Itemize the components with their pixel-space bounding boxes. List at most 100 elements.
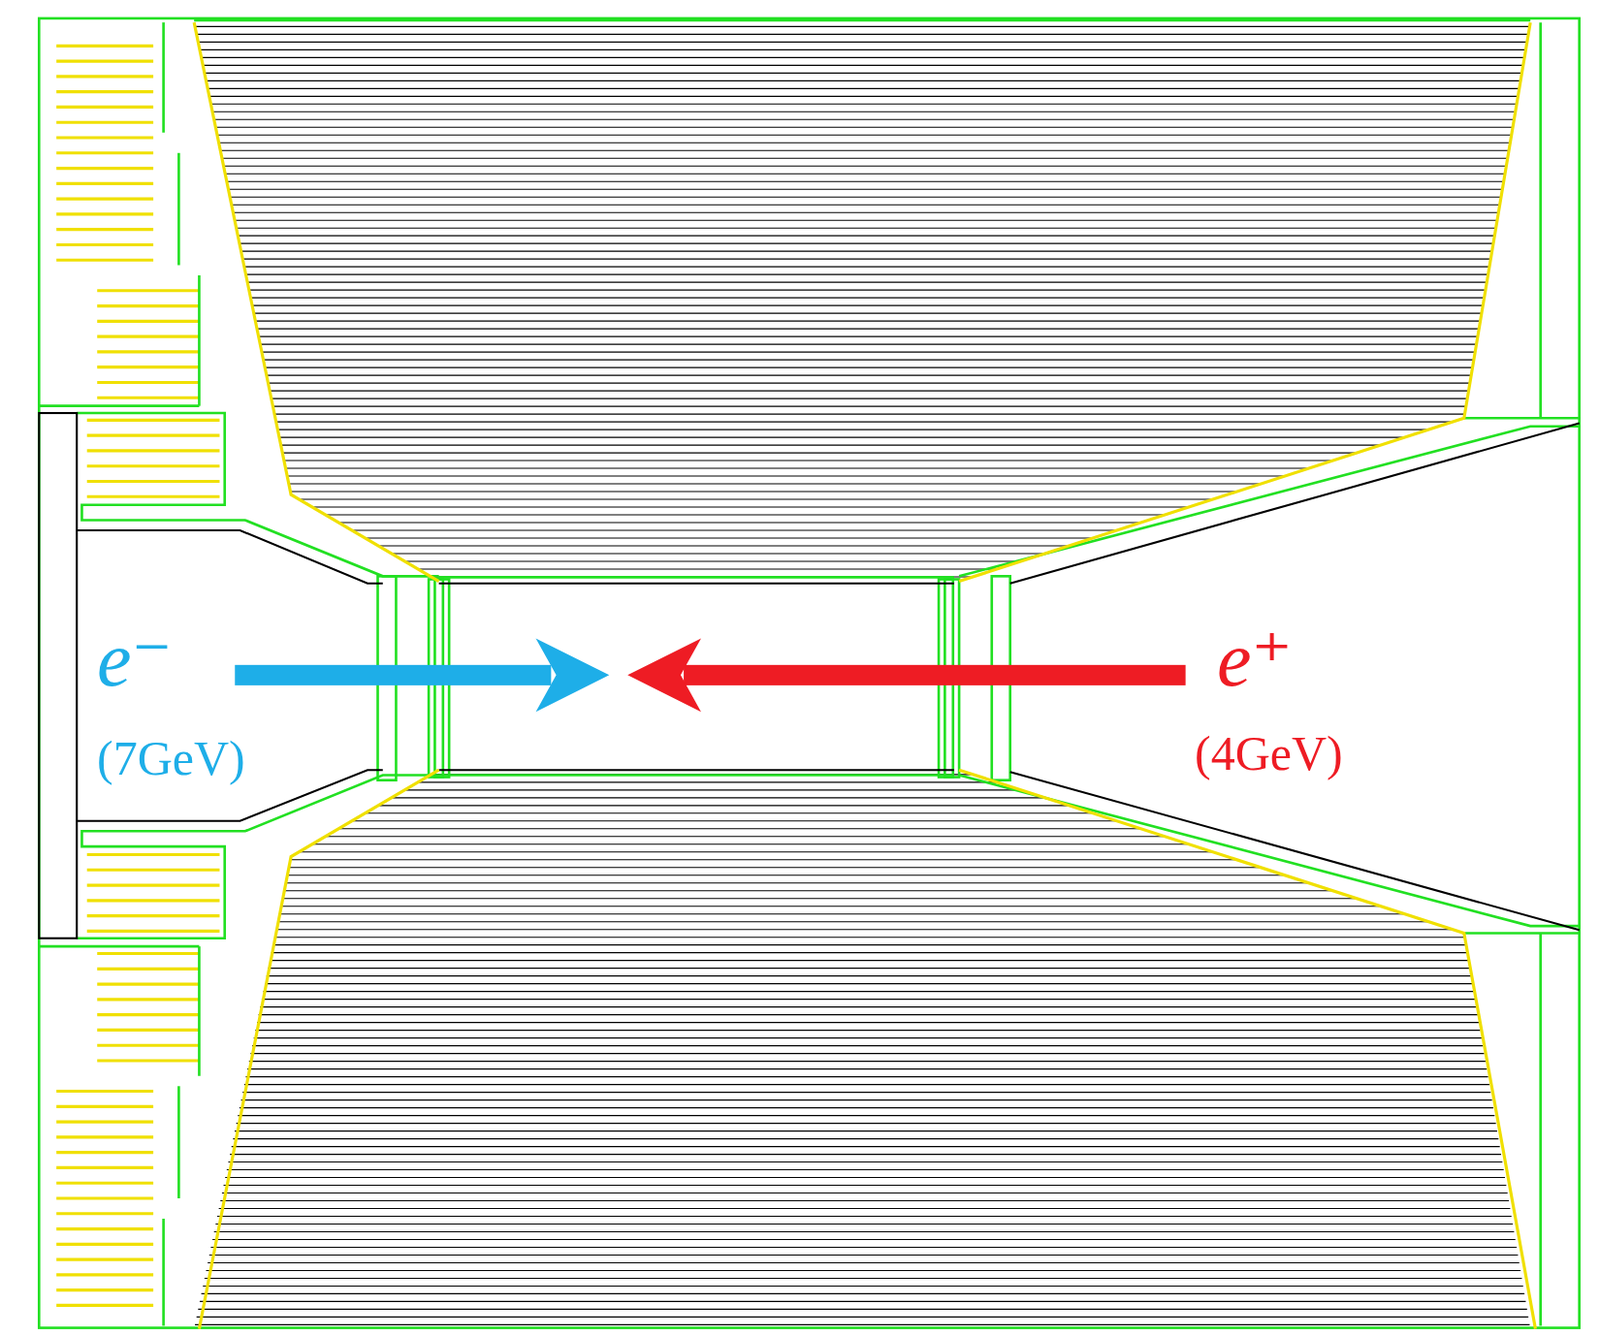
wire-layer (224, 1177, 1505, 1179)
electronics-board (56, 1243, 154, 1247)
wire-layer (197, 41, 1527, 43)
chamber-boundary (193, 20, 1536, 1330)
electronics-board (96, 365, 199, 369)
wire-layer (298, 851, 1213, 853)
wire-layer (365, 812, 1094, 814)
wire-layer (209, 1254, 1519, 1256)
wire-layer (227, 189, 1503, 191)
boundary-line (959, 769, 1536, 1329)
wire-layer (236, 227, 1497, 229)
wire-layer (261, 998, 1475, 1000)
wire-layer (269, 960, 1469, 961)
wire-layer (264, 367, 1472, 369)
wire-layer (258, 1014, 1478, 1016)
electronics-board (56, 227, 154, 231)
electronics-board (87, 868, 221, 872)
electronics-board (96, 350, 199, 353)
wire-layer (254, 1037, 1482, 1039)
wire-layer (266, 975, 1472, 977)
wire-layer (391, 797, 1046, 799)
electronics-board (56, 258, 154, 262)
wire-layer (214, 119, 1515, 121)
electronics-board (96, 304, 199, 308)
wire-layer (267, 967, 1470, 969)
wire-layer (338, 521, 1141, 523)
wire-layer (246, 274, 1489, 276)
beam-particle: e⁻ (96, 620, 173, 699)
wire-layer (272, 406, 1466, 408)
wire-layer (250, 1053, 1484, 1055)
beam-pipe (38, 413, 1579, 939)
electron-beam-arrow (234, 638, 609, 712)
electronics-board (87, 480, 221, 483)
electronics-board (56, 44, 154, 48)
electronics-board (96, 1058, 199, 1062)
wire-layer (232, 1138, 1499, 1140)
wire-layer (201, 57, 1526, 59)
wire-layer (263, 991, 1474, 992)
wire-layer (352, 529, 1118, 531)
wire-layer (244, 1084, 1490, 1086)
wire-layer (217, 1216, 1512, 1217)
wire-layer (264, 983, 1472, 985)
electronics-board (96, 952, 199, 956)
wire-layer (417, 781, 997, 783)
wire-layer (232, 212, 1499, 214)
wire-layer (252, 1045, 1483, 1047)
wire-layer (204, 1278, 1523, 1280)
electronics-board (56, 212, 154, 216)
wire-layer (288, 482, 1261, 484)
wire-layer (219, 1208, 1511, 1210)
wire-layer (237, 235, 1495, 237)
electronics-board (96, 983, 199, 987)
wire-layer (231, 1146, 1501, 1148)
wire-layer (206, 80, 1522, 82)
electronics-board (87, 883, 221, 887)
electronics-board (96, 396, 199, 400)
electronics-board (56, 1273, 154, 1277)
electronics-board (87, 434, 221, 438)
wire-layer (277, 921, 1429, 923)
electronics-board (87, 464, 221, 468)
wire-layer (282, 451, 1357, 453)
wire-layer (286, 882, 1310, 884)
electronics-board (56, 1227, 154, 1231)
wire-layer (227, 1161, 1503, 1163)
electronics-board (56, 60, 154, 64)
wire-layer (286, 467, 1310, 469)
boundary-line (193, 22, 439, 581)
electronics-board (87, 418, 221, 422)
electronics-board (56, 151, 154, 155)
wire-layer (237, 1115, 1495, 1117)
electronics-board (96, 967, 199, 971)
wire-layer (214, 1231, 1515, 1233)
wire-layer (261, 352, 1475, 353)
electronics-board (56, 135, 154, 139)
wire-layer (197, 1309, 1527, 1311)
electronics-board (56, 1135, 154, 1139)
wire-layer (209, 96, 1519, 97)
electronics-board (96, 320, 199, 323)
wire-layer (250, 297, 1484, 299)
electronics-board (56, 197, 154, 201)
electronics-board (96, 288, 199, 292)
wire-layer (391, 552, 1046, 554)
wire-layer (282, 897, 1357, 899)
wire-layer (378, 544, 1069, 546)
wire-layer (207, 88, 1520, 90)
wire-layer (212, 111, 1516, 113)
wire-layer (431, 576, 974, 577)
wire-layer (219, 142, 1511, 144)
electronics-board (87, 914, 221, 918)
wire-layer (267, 383, 1470, 384)
wire-layer (287, 475, 1285, 477)
electronics-board (56, 182, 154, 186)
electronics-board (56, 243, 154, 247)
wire-layer (256, 328, 1479, 330)
wire-layer (196, 33, 1529, 35)
electronics-board (56, 1258, 154, 1262)
wire-layer (288, 866, 1261, 868)
wire-layer (224, 165, 1507, 167)
wire-layer (274, 413, 1465, 415)
